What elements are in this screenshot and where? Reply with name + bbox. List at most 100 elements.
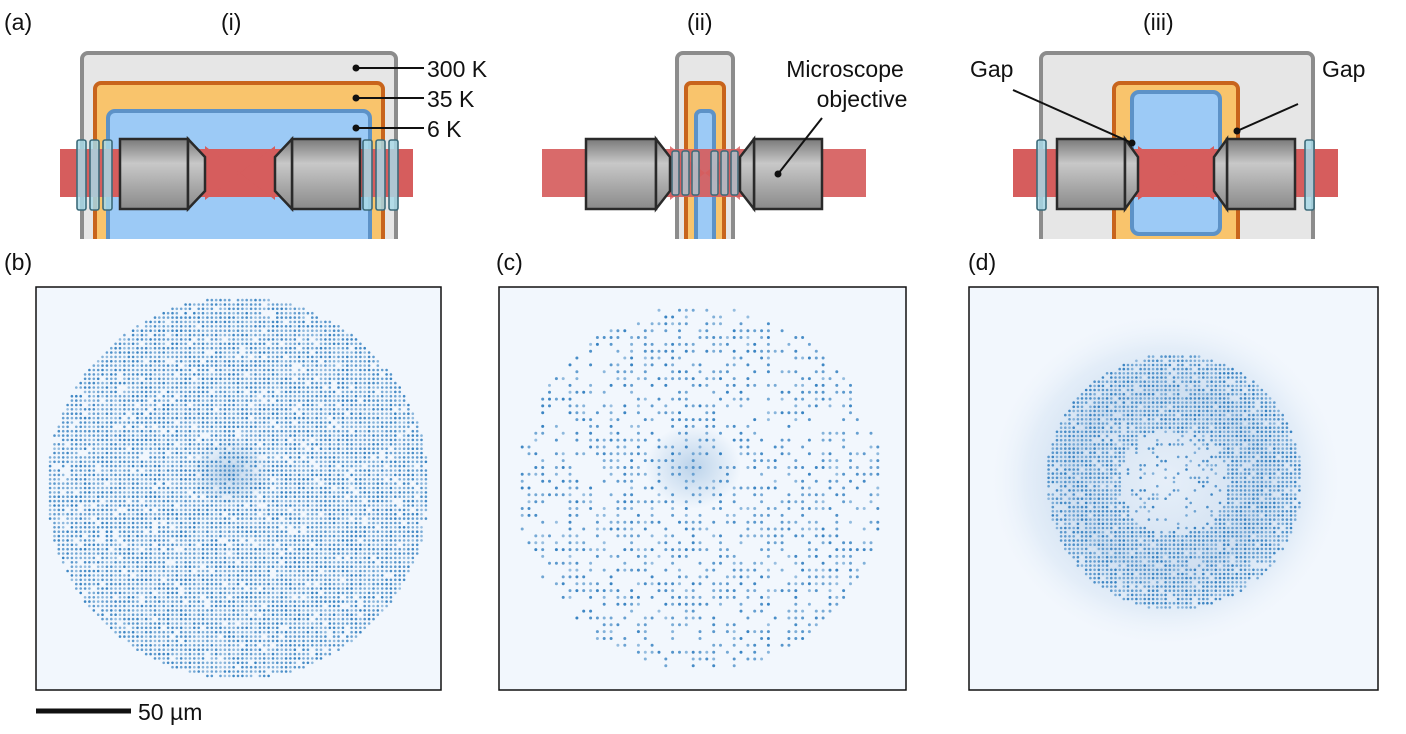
atom-b-541 — [105, 456, 109, 459]
atom-b-3433 — [271, 543, 275, 547]
atom-b-4840 — [354, 600, 358, 603]
atom-b-3091 — [254, 412, 257, 416]
atom-b-1841 — [184, 617, 187, 621]
atom-b-3422 — [271, 495, 275, 499]
atom-b-590 — [110, 399, 113, 402]
atom-b-3354 — [267, 543, 270, 547]
atom-b-2102 — [201, 351, 205, 354]
atom-b-1374 — [158, 574, 161, 577]
atom-b-2226 — [206, 556, 209, 560]
atom-b-1435 — [162, 499, 165, 503]
atom-b-171 — [75, 394, 78, 398]
atom-b-1966 — [193, 469, 196, 472]
atom-b-146 — [70, 478, 74, 481]
atom-b-4207 — [315, 561, 319, 564]
atom-b-4482 — [332, 499, 336, 503]
atom-b-1660 — [175, 512, 179, 516]
atom-b-1619 — [175, 311, 179, 315]
atom-b-2855 — [241, 451, 244, 455]
atom-b-1372 — [158, 565, 161, 568]
atom-b-150 — [70, 495, 74, 499]
atom-b-767 — [123, 346, 126, 350]
atom-b-3890 — [297, 482, 301, 485]
atom-b-2700 — [232, 495, 235, 499]
atom-b-4234 — [319, 346, 323, 350]
atom-b-1512 — [166, 526, 170, 529]
atom-b-3597 — [280, 569, 284, 573]
atom-b-1136 — [144, 482, 148, 485]
atom-b-2906 — [245, 311, 248, 315]
atom-b-4242 — [319, 386, 323, 389]
atom-b-1675 — [175, 587, 179, 590]
atom-b-3663 — [284, 508, 288, 512]
atom-b-2808 — [236, 609, 240, 612]
atom-b-2642 — [228, 613, 231, 616]
atom-b-1870 — [188, 386, 192, 389]
atom-b-4803 — [354, 429, 358, 433]
atom-b-341 — [88, 539, 91, 542]
atom-b-3397 — [271, 368, 275, 372]
atom-b-2984 — [245, 674, 248, 678]
atom-b-2291 — [210, 495, 214, 499]
atom-b-3954 — [302, 412, 305, 416]
atom-b-1322 — [158, 333, 161, 337]
atom-b-4090 — [311, 346, 314, 350]
atom-b-1173 — [144, 652, 148, 656]
atom-b-1081 — [140, 543, 144, 547]
atom-b-3922 — [297, 622, 301, 625]
atom-b-2633 — [228, 569, 231, 573]
atom-b-4070 — [306, 609, 310, 612]
atom-b-2545 — [223, 530, 227, 533]
atom-b-2746 — [236, 320, 240, 324]
atom-b-3862 — [297, 342, 301, 346]
atom-b-2297 — [210, 521, 214, 525]
atom-b-1053 — [140, 403, 144, 407]
atom-b-3484 — [276, 412, 279, 416]
atom-b-2116 — [201, 416, 205, 420]
atom-b-686 — [114, 552, 117, 555]
atom-b-3880 — [297, 438, 301, 442]
atom-b-3957 — [302, 425, 305, 429]
atom-b-4513 — [332, 635, 336, 638]
atom-b-1356 — [158, 495, 161, 499]
atom-b-308 — [88, 390, 91, 394]
atom-b-3910 — [297, 569, 301, 573]
atom-b-1591 — [171, 534, 174, 538]
atom-b-261 — [83, 399, 87, 402]
atom-b-1109 — [144, 346, 148, 350]
atom-b-1689 — [175, 652, 179, 656]
atom-b-1992 — [193, 591, 196, 595]
atom-b-3161 — [258, 355, 262, 359]
atom-b-916 — [131, 429, 135, 433]
atom-b-4934 — [363, 447, 367, 451]
atom-b-4940 — [363, 478, 367, 481]
atom-b-1123 — [144, 416, 148, 420]
atom-b-3475 — [276, 368, 279, 372]
atom-b-1685 — [175, 635, 179, 638]
atom-b-4146 — [311, 609, 314, 612]
atom-b-3420 — [271, 482, 275, 485]
atom-b-878 — [127, 569, 131, 573]
atom-b-1365 — [158, 534, 161, 538]
atom-b-659 — [114, 416, 117, 420]
atom-b-763 — [118, 635, 122, 638]
atom-b-2107 — [201, 377, 205, 381]
atom-b-1412 — [162, 394, 165, 398]
atom-b-4942 — [363, 486, 367, 490]
atom-b-3628 — [284, 346, 288, 350]
atom-b-1918 — [188, 609, 192, 612]
atom-b-2424 — [219, 351, 222, 354]
atom-b-2374 — [214, 508, 218, 512]
atom-b-1839 — [184, 609, 187, 612]
atom-b-3202 — [258, 565, 262, 568]
atom-b-469 — [101, 386, 104, 389]
atom-b-4284 — [319, 587, 323, 590]
atom-b-4830 — [354, 552, 358, 555]
atom-b-4922 — [363, 394, 367, 398]
atom-b-4723 — [350, 360, 353, 363]
atom-b-3844 — [293, 622, 297, 625]
atom-b-1511 — [166, 521, 170, 525]
atom-b-3074 — [254, 333, 257, 337]
atom-b-4015 — [306, 355, 310, 359]
atom-b-3436 — [271, 556, 275, 560]
